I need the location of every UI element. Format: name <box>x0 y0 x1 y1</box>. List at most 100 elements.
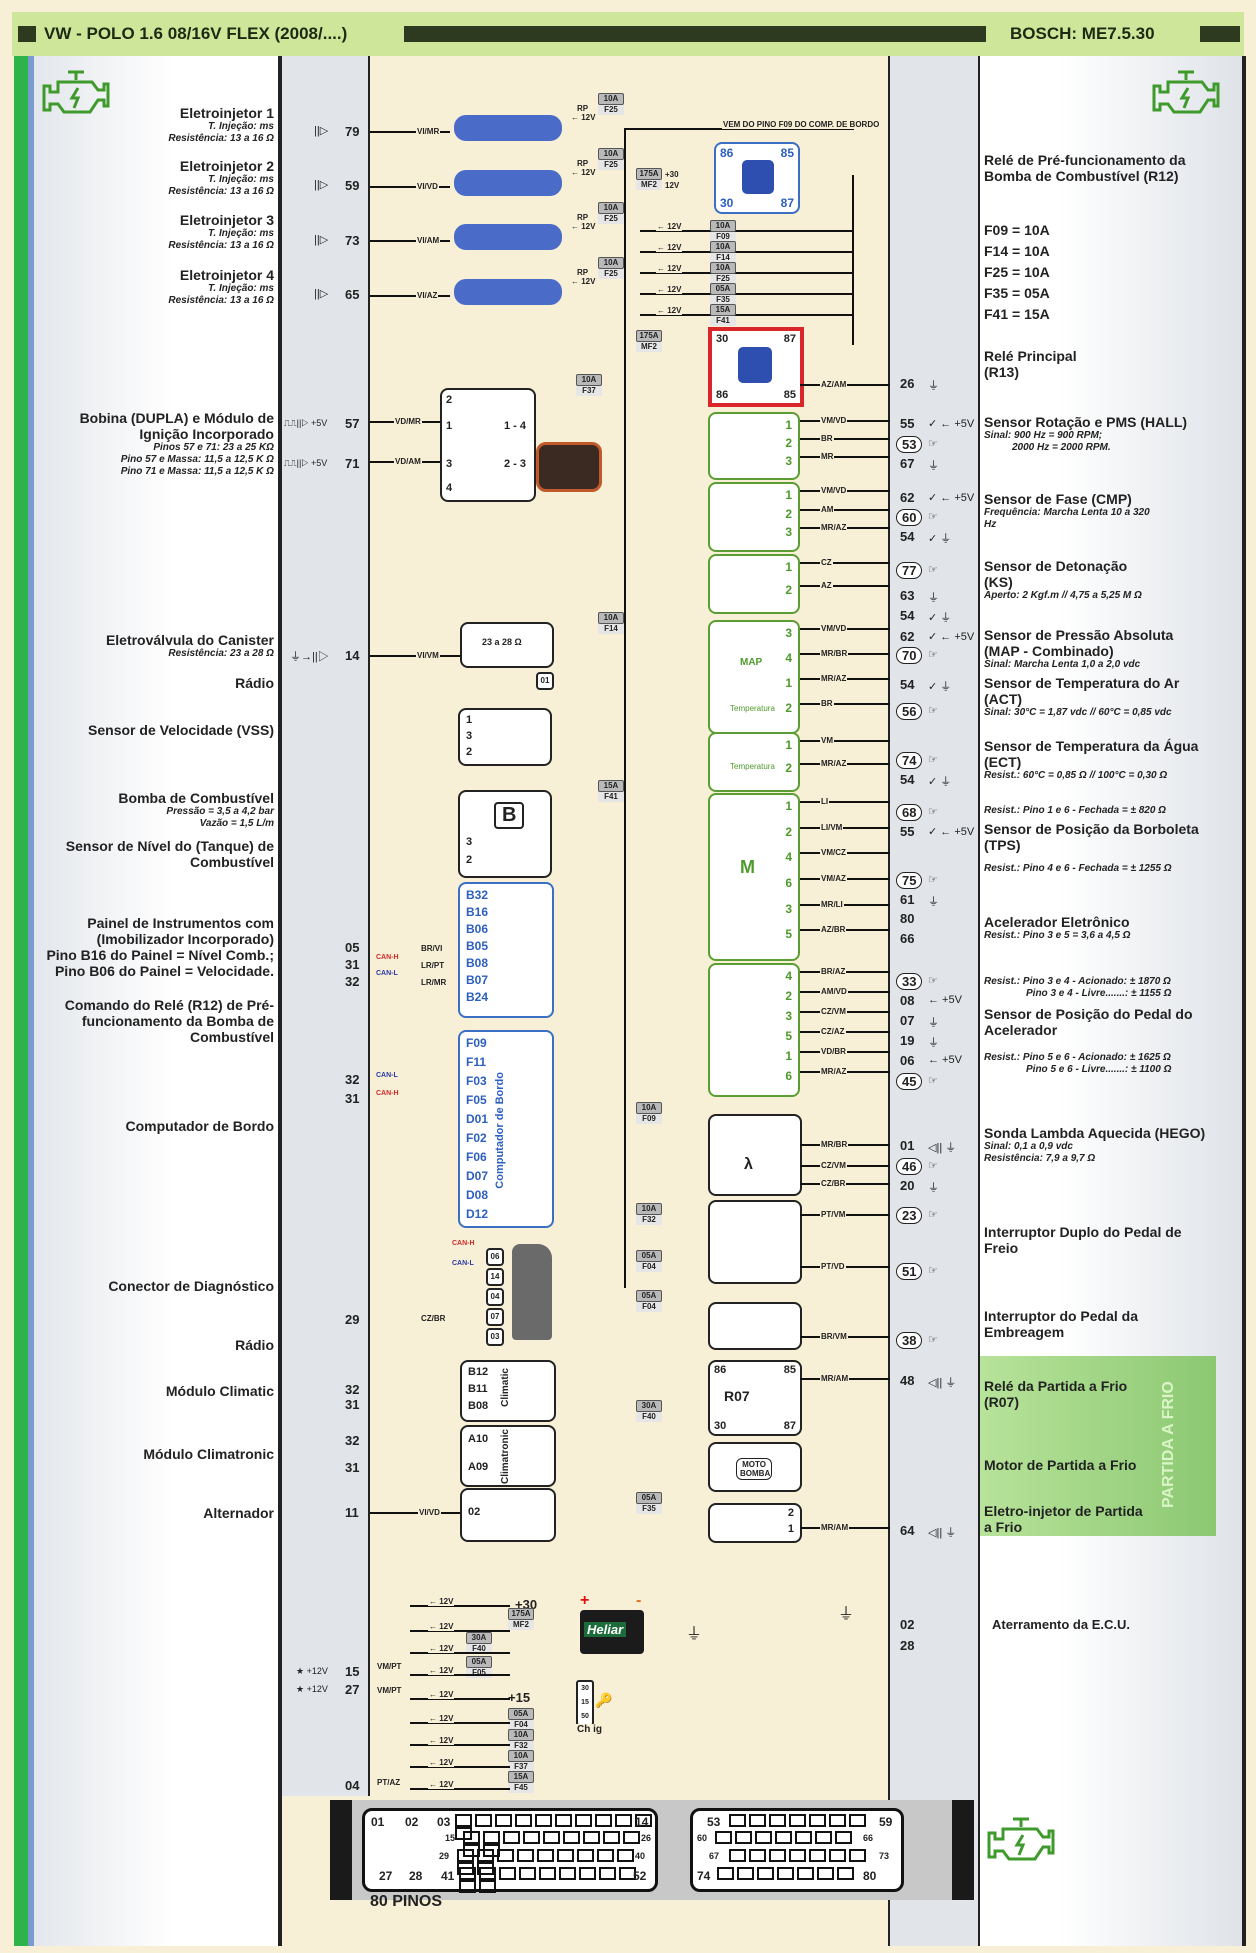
sensor-pin: 1 <box>785 676 792 690</box>
sensor-pin: 2 <box>785 701 792 715</box>
wire-label: LI <box>820 797 830 806</box>
reference-5v-icon: ✓ ← +5V <box>928 826 975 838</box>
label-radio-2: Rádio <box>235 1337 274 1353</box>
sensor-wire <box>800 438 890 440</box>
wire-label: +30 <box>664 170 680 179</box>
panel-pin: B06 <box>466 922 489 936</box>
fuse-id: F25 <box>710 274 736 284</box>
sensor-pin: 2 <box>785 583 792 597</box>
label-ect-sensor: Sensor de Temperatura da Água (ECT) Resi… <box>984 738 1199 781</box>
fuse-id: F25 <box>598 269 624 279</box>
wire-label: BR/VI <box>420 944 444 953</box>
ignition-key-icon: 🔑 <box>595 1692 613 1708</box>
wire-label: VM/PT <box>376 1686 403 1695</box>
label-canister-valve: Eletroválvula do Canister Resistência: 2… <box>105 632 274 659</box>
panel-pin: B32 <box>466 888 489 902</box>
left-green-stripe <box>14 56 28 1946</box>
sensor-pin: 2 <box>785 436 792 450</box>
label-relay-r07: Relé da Partida a Frio (R07) <box>984 1378 1128 1410</box>
label-alternator: Alternador <box>203 1505 274 1521</box>
sensor-wire <box>800 585 890 587</box>
ground-icon: ⏚ <box>686 1626 703 1643</box>
wire-label: LI/VM <box>820 822 844 832</box>
diagnostic-pin: 06 <box>486 1248 504 1266</box>
wire-label: VM/AZ <box>820 874 847 883</box>
sensor-pin: 3 <box>785 1009 792 1023</box>
wire-label: VD/MR <box>394 417 422 426</box>
wire-label: VM/PT <box>376 1662 403 1671</box>
ground-icon: ⏚ <box>928 1182 939 1194</box>
ground-icon: ✓ ⏚ <box>928 533 952 545</box>
pulse-output-icon: ⎍⎍||▷ +5V <box>284 458 328 468</box>
ecu-pin: 55 <box>900 416 915 431</box>
ecu-pin: 45 <box>896 1073 923 1090</box>
ecu-pin: 59 <box>345 178 360 193</box>
fuse-amps: 10A <box>598 257 624 269</box>
ecu-pin: 06 <box>900 1053 915 1068</box>
ecu-pin: 66 <box>900 931 915 946</box>
fuse-id: F04 <box>508 1720 534 1730</box>
ecu-pin: 62 <box>900 629 915 644</box>
ecu-pin: 70 <box>896 647 923 664</box>
sensor-pin: 1 <box>785 1049 792 1063</box>
diagnostic-pin: 04 <box>486 1288 504 1306</box>
relay-bus-wire <box>852 175 854 345</box>
wire-label: ← 12V <box>428 1666 455 1675</box>
panel-pin: B24 <box>466 990 489 1004</box>
wire-label: ← 12V <box>428 1758 455 1767</box>
trip-computer-pin: D07 <box>466 1169 489 1183</box>
wire-label: AZ/BR <box>820 925 847 935</box>
label-instrument-panel: Painel de Instrumentos com (Imobilizador… <box>46 915 274 979</box>
fuse-id: F40 <box>466 1644 492 1654</box>
sensor-pin: 2 <box>785 989 792 1003</box>
fuse-amps: 10A <box>508 1750 534 1762</box>
pointing-hand-icon: ☞ <box>928 1209 938 1221</box>
sensor-symbol-label: MAP <box>740 657 763 668</box>
ecu-pin: 68 <box>896 804 923 821</box>
wire-label: ← 12V <box>428 1714 455 1723</box>
sensor-pin: 6 <box>785 876 792 890</box>
ecu-pin: 51 <box>896 1263 923 1280</box>
label-tps-sensor: Resist.: Pino 1 e 6 - Fechada = ± 820 Ω … <box>984 805 1199 874</box>
wire-label: ← 12V <box>428 1597 455 1606</box>
fuse-amps: 30A <box>466 1632 492 1644</box>
wire-label: PT/AZ <box>376 1778 402 1787</box>
diagnostic-pin: 03 <box>486 1328 504 1346</box>
reference-5v-icon: ✓ ← +5V <box>928 492 975 504</box>
fuse-id: F35 <box>710 295 736 305</box>
fuse-amps: 05A <box>466 1656 492 1668</box>
ecu-pin: 38 <box>896 1332 923 1349</box>
wire-label: ← 12V <box>656 306 683 315</box>
ecu-pin: 05 <box>345 940 360 955</box>
partida-frio-band <box>980 1356 1216 1536</box>
relay-r07: 86 85 R07 30 87 <box>708 1360 802 1436</box>
wire-label: CZ/BR <box>820 1179 847 1188</box>
header-accent <box>1200 26 1240 42</box>
sensor-pin: 4 <box>785 969 792 983</box>
ground-icon: ✓ ⏚ <box>928 612 952 624</box>
fuse-id: F09 <box>710 232 736 242</box>
ecu-pin: 75 <box>896 872 923 889</box>
pulse-output-icon: ||▷ <box>314 125 329 137</box>
can-l-label: CAN-L <box>376 970 398 977</box>
wire-label: ← 12V <box>570 113 597 122</box>
temperature-label: Temperatura <box>730 762 775 771</box>
sensor-pin: 1 <box>785 799 792 813</box>
power-wire <box>410 1652 510 1654</box>
power-wire <box>410 1722 510 1724</box>
label-ignition-coil: Bobina (DUPLA) e Módulo de Ignição Incor… <box>79 410 274 477</box>
pointing-hand-icon: ☞ <box>928 1334 938 1346</box>
ecu-pin: 27 <box>345 1682 360 1697</box>
right-label-panel <box>980 56 1246 1946</box>
ecu-pin: 32 <box>345 1433 360 1448</box>
wire-label: BR <box>820 699 834 708</box>
wire-label: ← 12V <box>570 222 597 231</box>
label-hall-sensor: Sensor Rotação e PMS (HALL) Sinal: 900 H… <box>984 414 1188 453</box>
wire-label: ← 12V <box>656 222 683 231</box>
injector-wire <box>370 186 450 188</box>
